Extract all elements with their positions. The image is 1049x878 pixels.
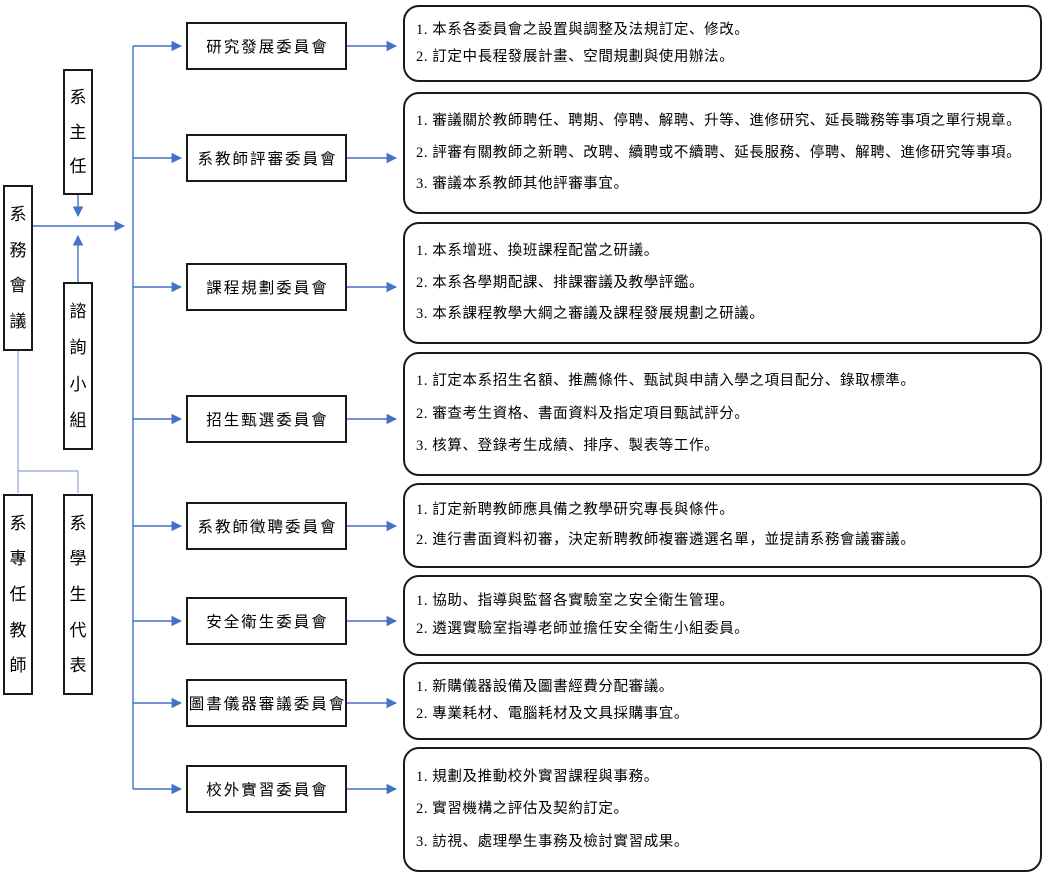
org-box-student-reps: 系學生代表 bbox=[63, 494, 93, 695]
committee-name: 安全衛生委員會 bbox=[206, 614, 329, 631]
duty-panel-7: 1. 新購儀器設備及圖書經費分配審議。 2. 專業耗材、電腦耗材及文具採購事宜。 bbox=[403, 662, 1042, 740]
org-box-label: 系專任教師 bbox=[9, 513, 27, 676]
duty-item: 2. 審查考生資格、書面資料及指定項目甄試評分。 bbox=[416, 405, 750, 422]
membership-connector-lines bbox=[17, 351, 79, 493]
duty-item: 2. 進行書面資料初審，決定新聘教師複審遴選名單，並提請系務會議審議。 bbox=[416, 532, 916, 549]
committee-box-5: 系教師徵聘委員會 bbox=[186, 502, 347, 550]
org-box-advisory-group: 諮詢小組 bbox=[63, 282, 93, 450]
duty-panel-8: 1. 規劃及推動校外實習課程與事務。 2. 實習機構之評估及契約訂定。 3. 訪視、… bbox=[403, 747, 1042, 872]
duty-item: 2. 評審有關教師之新聘、改聘、續聘或不續聘、延長服務、停聘、解聘、進修研究等事… bbox=[416, 144, 1022, 161]
duty-panel-5: 1. 訂定新聘教師應具備之教學研究專長與條件。 2. 進行書面資料初審，決定新聘教… bbox=[403, 483, 1042, 568]
committee-name: 課程規劃委員會 bbox=[206, 280, 329, 297]
org-box-label: 系學生代表 bbox=[69, 513, 87, 676]
org-box-dept-meeting: 系務會議 bbox=[3, 185, 33, 351]
org-box-label: 系務會議 bbox=[9, 204, 27, 332]
duty-panel-1: 1. 本系各委員會之設置與調整及法規訂定、修改。 2. 訂定中長程發展計畫、空間規… bbox=[403, 5, 1042, 82]
duty-item: 1. 本系增班、換班課程配當之研議。 bbox=[416, 242, 659, 259]
org-box-label: 系主任 bbox=[69, 87, 87, 177]
committee-box-2: 系教師評審委員會 bbox=[186, 134, 347, 182]
org-box-label: 諮詢小組 bbox=[69, 302, 87, 430]
branch-arrows bbox=[133, 40, 183, 795]
duty-item: 3. 審議本系教師其他評審事宜。 bbox=[416, 176, 629, 193]
org-box-dept-chair: 系主任 bbox=[63, 69, 93, 195]
committee-name: 系教師徵聘委員會 bbox=[197, 519, 338, 536]
committee-box-3: 課程規劃委員會 bbox=[186, 263, 347, 311]
committee-name: 招生甄選委員會 bbox=[206, 412, 329, 429]
committee-name: 系教師評審委員會 bbox=[197, 151, 338, 168]
duty-item: 2. 本系各學期配課、排課審議及教學評鑑。 bbox=[416, 274, 705, 291]
committee-box-8: 校外實習委員會 bbox=[186, 765, 347, 813]
duty-item: 1. 訂定本系招生名額、推薦條件、甄試與申請入學之項目配分、錄取標準。 bbox=[416, 373, 916, 390]
committee-name: 研究發展委員會 bbox=[206, 39, 329, 56]
duty-item: 1. 規劃及推動校外實習課程與事務。 bbox=[416, 768, 659, 785]
duty-panel-4: 1. 訂定本系招生名額、推薦條件、甄試與申請入學之項目配分、錄取標準。 2. 審查… bbox=[403, 352, 1042, 476]
org-box-fulltime-teachers: 系專任教師 bbox=[3, 494, 33, 695]
duty-item: 1. 本系各委員會之設置與調整及法規訂定、修改。 bbox=[416, 21, 750, 38]
committee-name: 校外實習委員會 bbox=[206, 782, 329, 799]
duty-item: 3. 訪視、處理學生事務及檢討實習成果。 bbox=[416, 833, 689, 850]
committee-to-panel-arrows bbox=[347, 40, 398, 795]
duty-item: 1. 新購儀器設備及圖書經費分配審議。 bbox=[416, 678, 674, 695]
duty-item: 3. 本系課程教學大綱之審議及課程發展規劃之研議。 bbox=[416, 306, 765, 323]
committee-box-6: 安全衛生委員會 bbox=[186, 597, 347, 645]
duty-item: 2. 專業耗材、電腦耗材及文具採購事宜。 bbox=[416, 706, 689, 723]
duty-item: 2. 實習機構之評估及契約訂定。 bbox=[416, 801, 629, 818]
duty-item: 2. 遴選實驗室指導老師並擔任安全衛生小組委員。 bbox=[416, 621, 750, 638]
duty-item: 1. 審議關於教師聘任、聘期、停聘、解聘、升等、進修研究、延長職務等事項之單行規… bbox=[416, 112, 1022, 129]
duty-panel-2: 1. 審議關於教師聘任、聘期、停聘、解聘、升等、進修研究、延長職務等事項之單行規… bbox=[403, 92, 1042, 214]
committee-box-4: 招生甄選委員會 bbox=[186, 395, 347, 443]
duty-panel-3: 1. 本系增班、換班課程配當之研議。 2. 本系各學期配課、排課審議及教學評鑑。 3… bbox=[403, 222, 1042, 344]
duty-item: 1. 協助、指導與監督各實驗室之安全衛生管理。 bbox=[416, 592, 735, 609]
committee-name: 圖書儀器審議委員會 bbox=[188, 696, 347, 713]
committee-box-7: 圖書儀器審議委員會 bbox=[186, 679, 347, 727]
duty-panel-6: 1. 協助、指導與監督各實驗室之安全衛生管理。 2. 遴選實驗室指導老師並擔任安全… bbox=[403, 575, 1042, 656]
duty-item: 1. 訂定新聘教師應具備之教學研究專長與條件。 bbox=[416, 502, 735, 519]
duty-item: 3. 核算、登錄考生成績、排序、製表等工作。 bbox=[416, 437, 720, 454]
duty-item: 2. 訂定中長程發展計畫、空間規劃與使用辦法。 bbox=[416, 48, 735, 65]
committee-box-1: 研究發展委員會 bbox=[186, 22, 347, 70]
